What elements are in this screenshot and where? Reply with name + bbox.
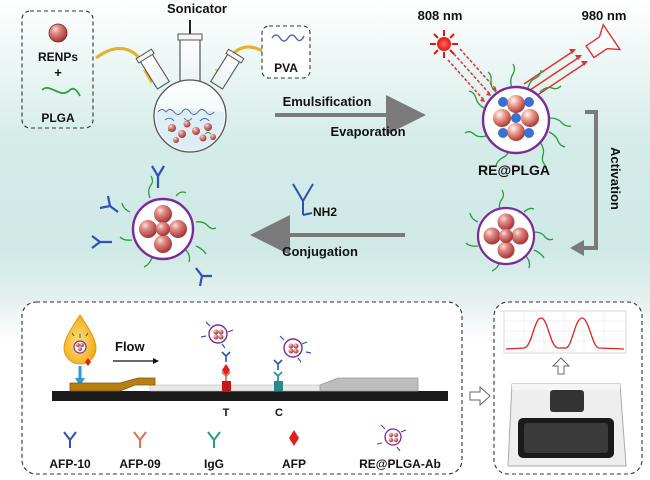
absorbent-pad bbox=[319, 377, 419, 392]
legend-afp-icon bbox=[289, 430, 299, 446]
free-probe bbox=[279, 335, 312, 363]
test-line-label: T bbox=[223, 407, 230, 419]
plga-label: PLGA bbox=[41, 111, 75, 125]
sample-drop-icon bbox=[63, 314, 97, 366]
pva-chain-icon bbox=[271, 34, 305, 42]
legend-afp-label: AFP bbox=[282, 457, 306, 471]
excitation-wavelength-label: 808 nm bbox=[418, 8, 463, 23]
to-chart-arrow bbox=[551, 357, 571, 375]
detector-icon bbox=[585, 23, 622, 59]
pva-label: PVA bbox=[274, 61, 298, 75]
test-line-probe bbox=[200, 321, 234, 349]
flow-label: Flow bbox=[115, 339, 145, 354]
renps-label: RENPs bbox=[38, 50, 78, 64]
legend-igg-label: IgG bbox=[204, 457, 224, 471]
emulsification-label: Emulsification bbox=[283, 94, 372, 109]
flask-particles bbox=[167, 120, 216, 143]
emission-beams bbox=[523, 51, 585, 97]
conjugation-label: Conjugation bbox=[282, 244, 358, 259]
renp-particle-icon bbox=[48, 23, 68, 43]
legend-afp09-label: AFP-09 bbox=[119, 457, 161, 471]
laser-808-icon bbox=[430, 30, 458, 58]
activation-arrow bbox=[580, 110, 598, 250]
nitrocellulose-membrane bbox=[149, 384, 321, 392]
re-plga-label: RE@PLGA bbox=[478, 162, 550, 178]
re-plga-particle bbox=[464, 63, 572, 167]
incident-beams bbox=[447, 48, 495, 99]
legend-probe-label: RE@PLGA-Ab bbox=[359, 457, 441, 471]
round-bottom-flask bbox=[135, 33, 245, 153]
legend-afp10-icon bbox=[63, 431, 77, 448]
evaporation-label: Evaporation bbox=[330, 124, 405, 139]
activation-label: Activation bbox=[608, 147, 623, 210]
emission-wavelength-label: 980 nm bbox=[582, 8, 627, 23]
reader-device bbox=[507, 383, 627, 467]
strip-backing bbox=[52, 391, 448, 401]
nh2-label: NH2 bbox=[313, 205, 337, 219]
legend-afp10-label: AFP-10 bbox=[49, 457, 91, 471]
sample-drop-arrowhead bbox=[75, 378, 85, 386]
legend-afp09-icon bbox=[133, 431, 147, 448]
plga-chain-icon bbox=[41, 87, 81, 97]
activation-arrowhead bbox=[570, 240, 584, 256]
legend-igg-icon bbox=[207, 431, 221, 448]
control-line-label: C bbox=[275, 407, 283, 419]
signal-chart bbox=[503, 310, 627, 354]
to-reader-arrow bbox=[469, 385, 491, 407]
pva-box bbox=[261, 25, 311, 79]
legend-probe-icon bbox=[376, 424, 407, 452]
antibody-nh2-icon bbox=[292, 183, 314, 216]
activated-particle bbox=[465, 189, 554, 272]
plus-label: + bbox=[54, 65, 62, 80]
test-line bbox=[222, 381, 231, 391]
sample-pad bbox=[69, 377, 156, 392]
sonicator-label: Sonicator bbox=[167, 1, 227, 16]
control-line bbox=[274, 381, 283, 391]
antibody-conjugated-particle bbox=[91, 165, 217, 287]
